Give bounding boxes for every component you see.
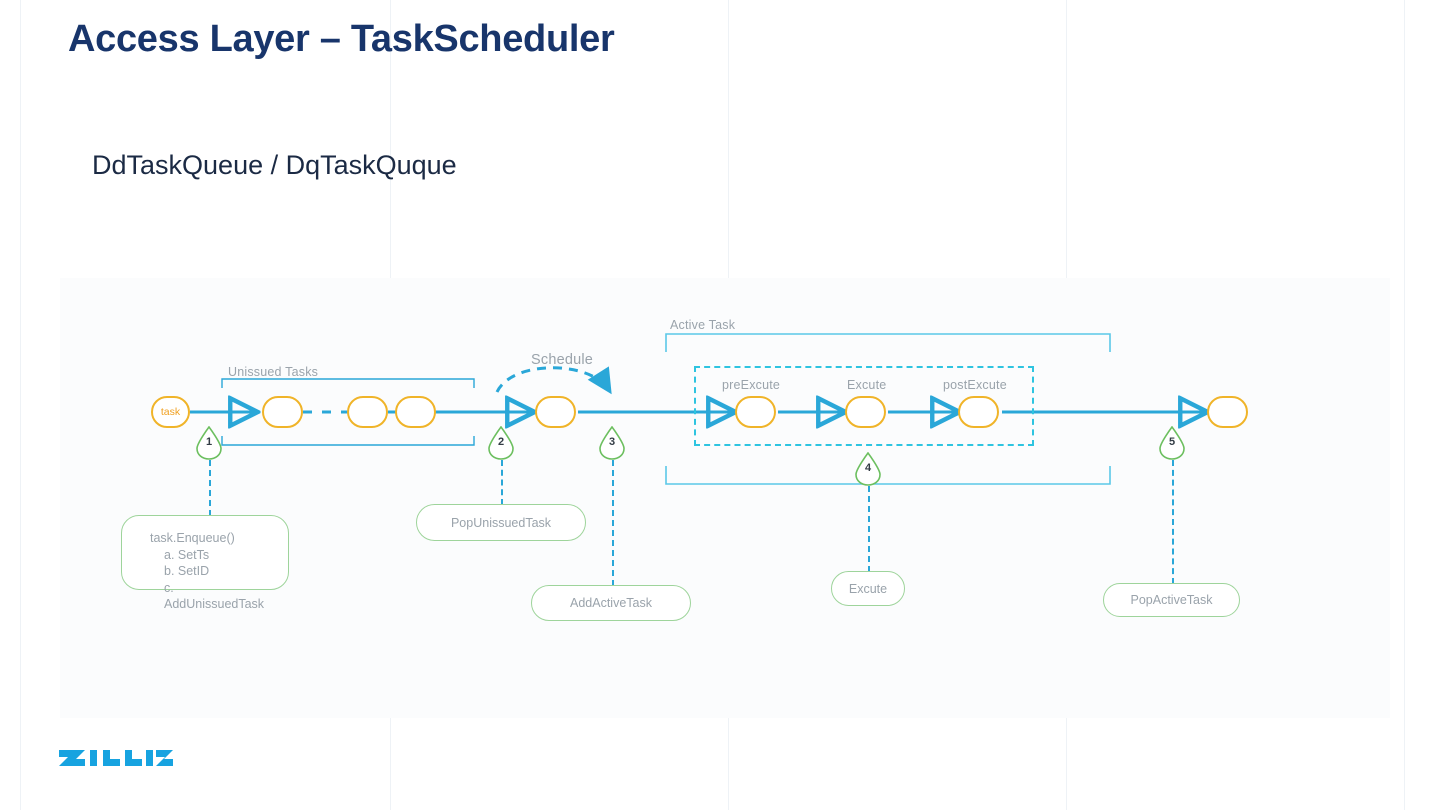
layout-guide-line xyxy=(20,0,21,810)
execute-stage-box xyxy=(694,366,1034,446)
callout-pop-unissued-task[interactable]: PopUnissuedTask xyxy=(416,504,586,541)
post-execute-label: postExcute xyxy=(943,378,1007,392)
marker-5[interactable] xyxy=(1159,426,1185,460)
node-pre-execute[interactable] xyxy=(735,396,776,428)
marker-2[interactable] xyxy=(488,426,514,460)
node-execute[interactable] xyxy=(845,396,886,428)
marker-5-connector xyxy=(1172,460,1174,584)
execute-label: Excute xyxy=(847,378,887,392)
schedule-arrow xyxy=(495,366,612,395)
active-task-bracket xyxy=(665,333,1111,485)
marker-4-connector xyxy=(868,486,870,572)
diagram-panel-background xyxy=(60,278,1390,718)
callout-add-active-task[interactable]: AddActiveTask xyxy=(531,585,691,621)
node-scheduled[interactable] xyxy=(535,396,576,428)
callout-enqueue-title: task.Enqueue() xyxy=(150,531,235,545)
node-unissued-3[interactable] xyxy=(395,396,436,428)
active-task-label: Active Task xyxy=(670,318,736,332)
node-task[interactable]: task xyxy=(151,396,190,428)
callout-enqueue-item-c: c. AddUnissuedTask xyxy=(164,580,265,612)
node-unissued-1[interactable] xyxy=(262,396,303,428)
marker-4[interactable] xyxy=(855,452,881,486)
schedule-label: Schedule xyxy=(531,352,594,368)
page-title: Access Layer – TaskScheduler xyxy=(68,18,615,60)
marker-2-connector xyxy=(501,460,503,505)
marker-1-connector xyxy=(209,460,211,516)
callout-enqueue[interactable]: task.Enqueue() a. SetTs b. SetID c. AddU… xyxy=(121,515,289,611)
marker-4-number: 4 xyxy=(864,462,872,474)
node-popped[interactable] xyxy=(1207,396,1248,428)
marker-2-number: 2 xyxy=(497,436,505,448)
marker-3-number: 3 xyxy=(608,436,616,448)
unissued-tasks-bracket xyxy=(221,378,475,446)
pre-execute-label: preExcute xyxy=(722,378,781,392)
callout-execute[interactable]: Excute xyxy=(831,571,905,606)
marker-3[interactable] xyxy=(599,426,625,460)
unissued-tasks-label: Unissued Tasks xyxy=(228,365,319,379)
node-post-execute[interactable] xyxy=(958,396,999,428)
node-unissued-2[interactable] xyxy=(347,396,388,428)
marker-1-number: 1 xyxy=(205,436,213,448)
marker-1[interactable] xyxy=(196,426,222,460)
marker-3-connector xyxy=(612,460,614,586)
node-task-label: task xyxy=(160,406,181,418)
layout-guide-line xyxy=(1404,0,1405,810)
page-subtitle: DdTaskQueue / DqTaskQuque xyxy=(92,150,457,180)
zilliz-logo xyxy=(59,750,173,766)
callout-enqueue-item-a: a. SetTs xyxy=(164,547,210,562)
marker-5-number: 5 xyxy=(1168,436,1176,448)
callout-enqueue-item-b: b. SetID xyxy=(164,564,210,578)
callout-pop-active-task[interactable]: PopActiveTask xyxy=(1103,583,1240,617)
